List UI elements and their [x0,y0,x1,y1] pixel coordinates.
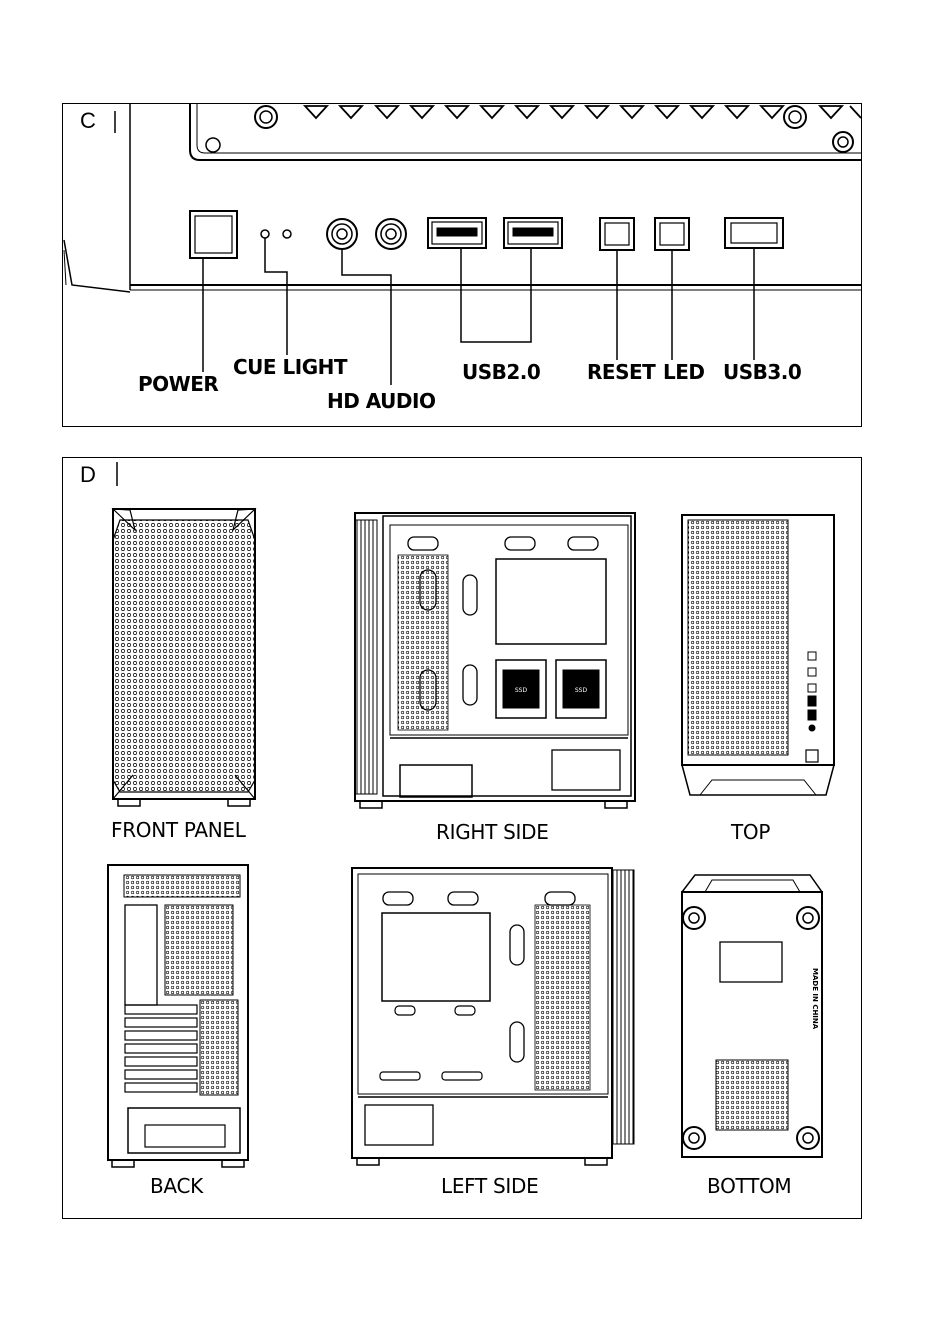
label-top: TOP [731,820,770,844]
label-bottom: BOTTOM [707,1174,791,1198]
label-usb3: USB3.0 [723,360,801,384]
label-front-panel: FRONT PANEL [111,818,246,842]
label-usb2: USB2.0 [462,360,540,384]
label-hd-audio: HD AUDIO [327,389,435,413]
label-right-side: RIGHT SIDE [436,820,549,844]
label-left-side: LEFT SIDE [441,1174,538,1198]
label-power: POWER [138,372,218,396]
usb2-port-icons [428,218,562,248]
power-button-icon [190,211,237,258]
usb3-port-icon [725,218,783,248]
led-button-icon [655,218,689,250]
label-reset: RESET [587,360,655,384]
label-back: BACK [150,1174,203,1198]
section-d-letter: D [80,462,96,488]
io-panel-drawing [64,104,862,292]
reset-button-icon [600,218,634,250]
hd-audio-jack-icons [327,219,406,249]
label-led: LED [663,360,705,384]
label-cue-light: CUE LIGHT [233,355,347,379]
cue-light-icons [261,230,291,238]
